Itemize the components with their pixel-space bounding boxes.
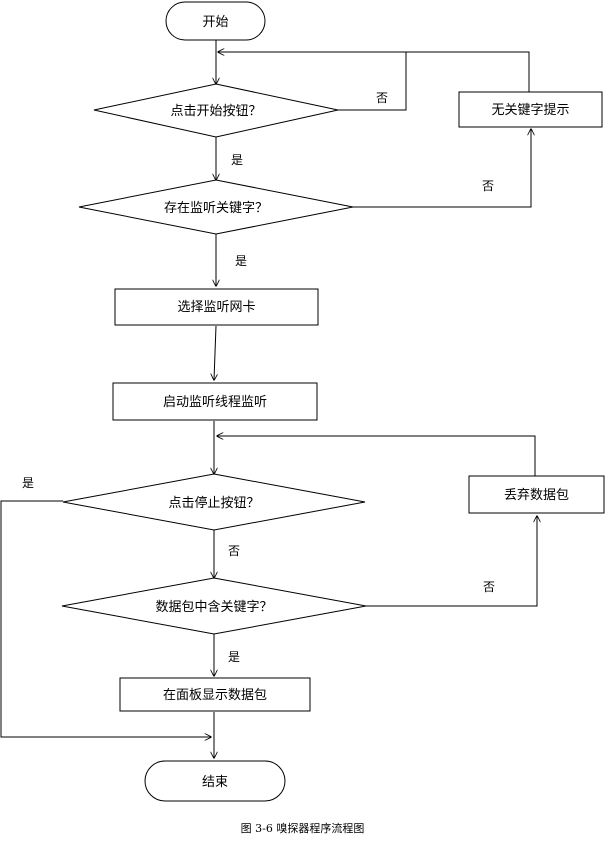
node-show-packet-label: 在面板显示数据包 bbox=[163, 688, 267, 703]
edge-label-has-keyword-no: 否 bbox=[482, 179, 494, 193]
edge-hint-to-loop bbox=[406, 51, 530, 92]
node-start-thread-label: 启动监听线程监听 bbox=[163, 395, 267, 410]
edge-label-has-keyword-yes: 是 bbox=[235, 254, 247, 268]
node-end-label: 结束 bbox=[202, 775, 228, 790]
decision-click-start-label: 点击开始按钮？ bbox=[170, 104, 261, 119]
edge-select-to-thread bbox=[214, 325, 216, 380]
decision-click-start: 点击开始按钮？ bbox=[93, 83, 339, 138]
edge-click-stop-yes bbox=[0, 500, 211, 737]
edge-has-keyword-no bbox=[353, 129, 531, 208]
node-show-packet: 在面板显示数据包 bbox=[119, 677, 311, 712]
figure-caption: 图 3-6 嗅探器程序流程图 bbox=[240, 822, 365, 835]
edge-label-click-start-yes: 是 bbox=[231, 153, 243, 167]
connectors bbox=[0, 40, 537, 758]
decision-packet-has-keyword: 数据包中含关键字？ bbox=[61, 577, 367, 635]
node-no-keyword-hint-label: 无关键字提示 bbox=[491, 102, 569, 118]
decision-packet-has-keyword-label: 数据包中含关键字？ bbox=[155, 599, 272, 615]
node-start-label: 开始 bbox=[202, 15, 228, 30]
edge-label-click-stop-yes: 是 bbox=[22, 476, 34, 490]
edge-label-click-stop-no: 否 bbox=[228, 544, 240, 558]
node-select-nic: 选择监听网卡 bbox=[114, 288, 319, 326]
edge-packet-no bbox=[366, 516, 537, 607]
edge-label-packet-yes: 是 bbox=[228, 650, 240, 664]
edge-label-packet-no: 否 bbox=[483, 580, 495, 594]
node-end: 结束 bbox=[144, 760, 286, 802]
node-select-nic-label: 选择监听网卡 bbox=[177, 300, 255, 315]
node-start: 开始 bbox=[165, 1, 266, 41]
decision-has-keyword-label: 存在监听关键字？ bbox=[164, 201, 268, 216]
node-discard-packet: 丢弃数据包 bbox=[468, 475, 605, 514]
node-discard-packet-label: 丢弃数据包 bbox=[504, 488, 569, 503]
edge-discard-to-loop bbox=[217, 436, 536, 476]
decision-click-stop-label: 点击停止按钮？ bbox=[168, 495, 259, 511]
edge-click-start-no bbox=[218, 52, 407, 111]
node-start-thread: 启动监听线程监听 bbox=[112, 382, 318, 421]
decision-has-keyword: 存在监听关键字？ bbox=[78, 179, 354, 235]
edge-label-click-start-no: 否 bbox=[376, 91, 388, 105]
decision-click-stop: 点击停止按钮？ bbox=[62, 473, 366, 531]
node-no-keyword-hint: 无关键字提示 bbox=[458, 91, 603, 128]
